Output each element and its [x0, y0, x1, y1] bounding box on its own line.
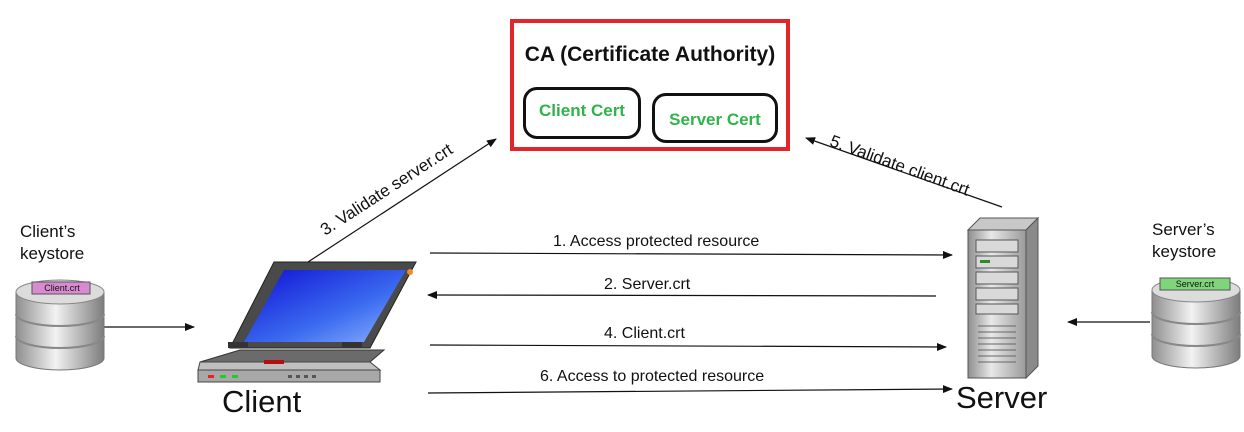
step2-label: 2. Server.crt [604, 276, 691, 293]
server-keystore-label-line1: Server’s [1152, 220, 1215, 239]
ca-title: CA (Certificate Authority) [524, 43, 776, 66]
arrow-step6 [427, 385, 953, 394]
step4-label: 4. Client.crt [604, 325, 685, 342]
server-tower-icon [966, 216, 1040, 380]
ca-box: CA (Certificate Authority) Client Cert S… [510, 19, 790, 151]
server-label: Server [956, 380, 1048, 415]
client-keystore-tag-bg [31, 281, 91, 295]
client-keystore-tag: Client.crt [44, 283, 80, 293]
client-keystore-label-line1: Client’s [20, 222, 76, 241]
database-icon [15, 279, 105, 371]
arrow-step5 [805, 137, 1003, 208]
server-keystore-label: Server’s keystore [1152, 219, 1216, 263]
client-cert-box: Client Cert [523, 87, 641, 139]
server-keystore-label-line2: keystore [1152, 242, 1217, 261]
server-keystore-tag-bg [1159, 277, 1231, 291]
server-keystore-tag: Server.crt [1175, 279, 1215, 289]
step6-label: 6. Access to protected resource [540, 368, 765, 385]
client-keystore-label-line2: keystore [20, 244, 85, 263]
arrow-step3 [307, 138, 497, 263]
step1-label: 1. Access protected resource [553, 233, 760, 250]
server-cert-box: Server Cert [652, 93, 778, 143]
client-label: Client [222, 384, 302, 419]
arrow-step4 [429, 342, 947, 351]
client-keystore-label: Client’s keystore [20, 221, 84, 265]
arrow-step2 [427, 291, 937, 300]
arrow-step1 [429, 250, 953, 259]
database-icon [1151, 277, 1241, 369]
laptop-icon [197, 261, 417, 383]
